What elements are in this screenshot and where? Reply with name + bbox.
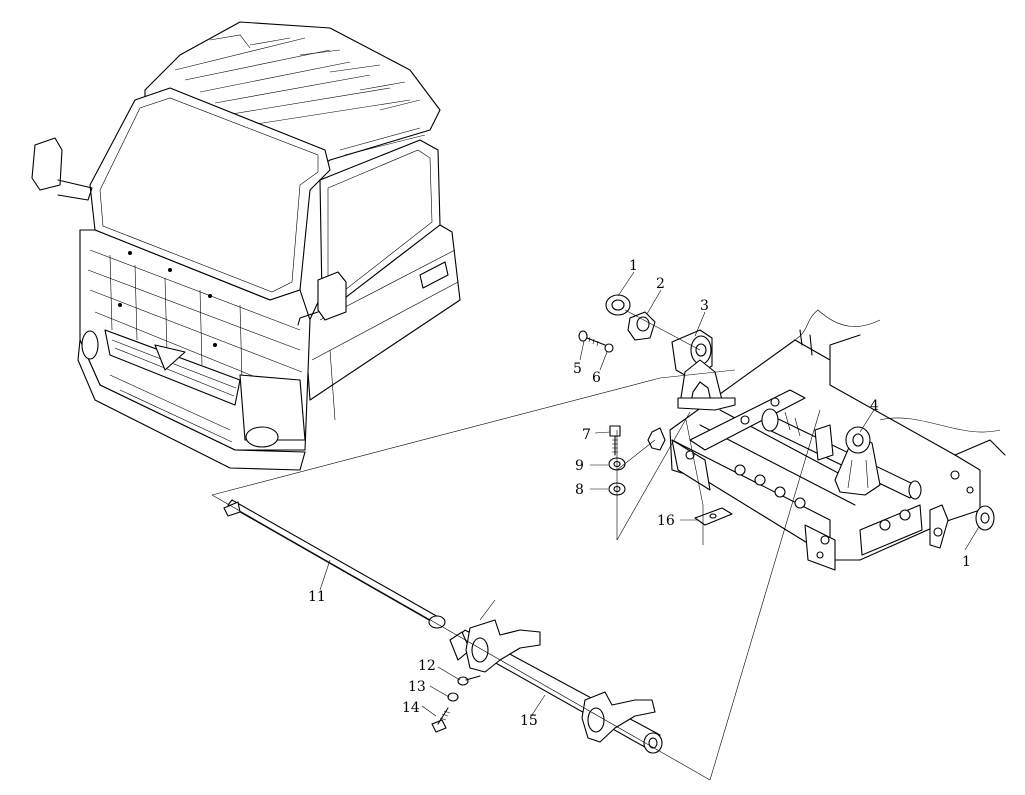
callout-1-upper: 1 — [629, 258, 638, 274]
callout-2: 2 — [656, 276, 665, 292]
hinge-parts — [578, 294, 736, 526]
callout-5: 5 — [573, 361, 582, 377]
part-2-bushing — [627, 311, 656, 341]
part-11-rod — [223, 499, 446, 629]
callout-16: 16 — [657, 513, 675, 529]
part-12-nut — [457, 675, 481, 686]
callout-12: 12 — [418, 658, 436, 674]
part-15-tube — [449, 619, 663, 754]
callout-15: 15 — [520, 713, 538, 729]
callout-1-lower: 1 — [962, 554, 971, 570]
cross-tube-assembly — [223, 499, 663, 754]
washer-hole — [980, 512, 990, 524]
callout-6: 6 — [592, 370, 601, 386]
callout-3: 3 — [700, 298, 709, 314]
callout-8: 8 — [575, 482, 584, 498]
callout-4: 4 — [870, 398, 879, 414]
part-1-washer — [605, 294, 631, 316]
callout-13: 13 — [408, 679, 426, 695]
part-14-bolt — [431, 707, 451, 733]
callout-9: 9 — [575, 458, 584, 474]
assembly-lines — [211, 271, 981, 781]
callout-11: 11 — [308, 589, 326, 605]
part-7-bolt — [609, 425, 621, 456]
part-5-bolt — [578, 330, 606, 347]
callout-14: 14 — [402, 700, 420, 716]
part-16-plate — [694, 507, 733, 526]
part-6-washer — [604, 343, 614, 353]
part-13-washer — [447, 692, 459, 702]
callout-7: 7 — [582, 427, 591, 443]
chassis-frame — [669, 309, 1006, 571]
callout-labels: 1 2 3 4 5 6 7 9 8 16 1 11 12 13 14 15 — [308, 258, 971, 729]
truck-cab — [31, 21, 461, 471]
part-3-bracket — [671, 329, 736, 411]
